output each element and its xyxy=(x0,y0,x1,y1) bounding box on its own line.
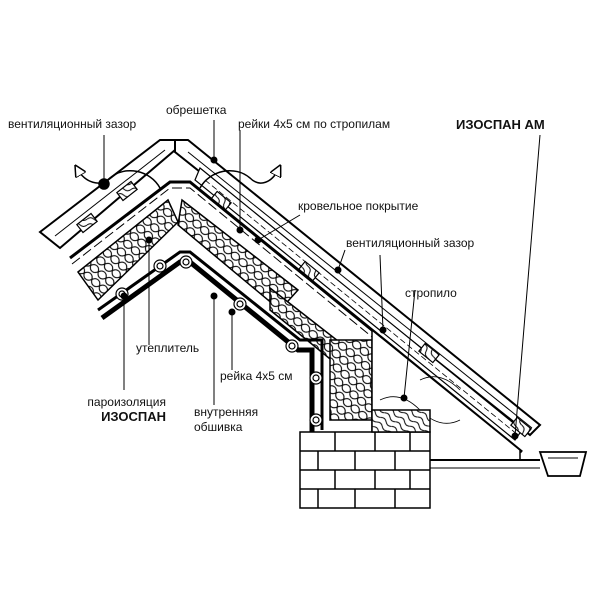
roof-covering xyxy=(38,139,542,437)
label-lathing: обрешетка xyxy=(166,103,227,117)
battens xyxy=(115,255,323,427)
label-rafter: стропило xyxy=(405,286,457,300)
label-vent-gap-left: вентиляционный зазор xyxy=(8,117,137,131)
label-battens-on-rafters: рейки 4х5 см по стропилам xyxy=(238,117,391,131)
eave-soffit xyxy=(430,459,540,469)
brick-wall xyxy=(299,431,431,509)
label-izospan-am: ИЗОСПАН АМ xyxy=(456,117,545,132)
leader-lines xyxy=(103,120,541,440)
label-batten-4x5: рейка 4х5 см xyxy=(220,369,293,383)
gutter xyxy=(538,451,588,477)
label-roofing: кровельное покрытие xyxy=(298,199,419,213)
label-insulation: утеплитель xyxy=(136,341,200,355)
ventilation-gap xyxy=(194,167,523,441)
label-vapor-barrier-line1: пароизоляция xyxy=(87,395,166,409)
label-inner-lining-line1: внутренняя xyxy=(194,405,259,419)
mauerlat-beam xyxy=(371,409,431,433)
label-vent-gap-right: вентиляционный зазор xyxy=(346,236,475,250)
wind-membrane xyxy=(69,180,523,459)
ventilation-arrows xyxy=(78,170,278,190)
lathing-boards xyxy=(75,180,532,438)
label-inner-lining: внутренняя обшивка xyxy=(194,406,258,434)
label-vapor-barrier-line2: ИЗОСПАН xyxy=(101,409,166,424)
label-vapor-barrier: пароизоляция ИЗОСПАН xyxy=(66,395,166,424)
vapor-barrier xyxy=(97,250,324,430)
label-inner-lining-line2: обшивка xyxy=(194,420,243,434)
